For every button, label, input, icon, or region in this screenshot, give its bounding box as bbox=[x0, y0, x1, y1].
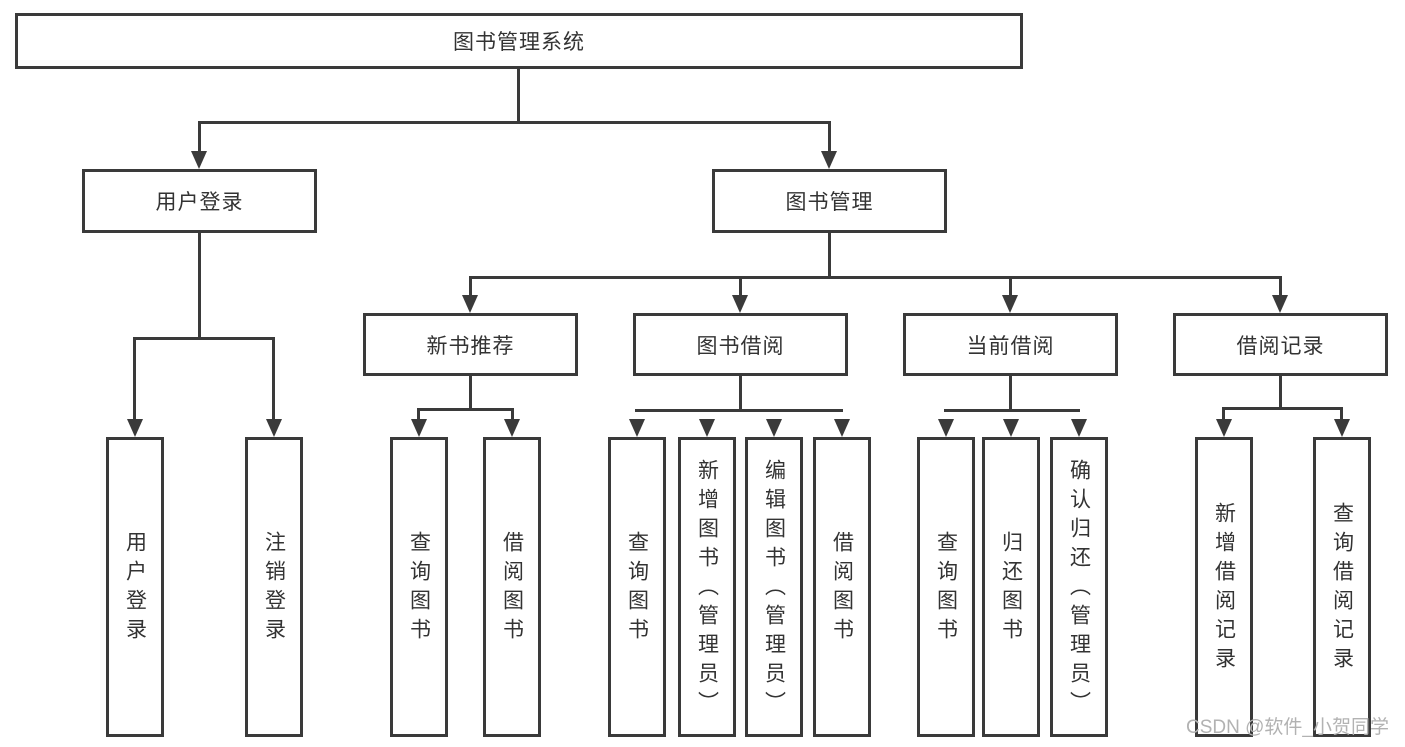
arrow-down-icon bbox=[1071, 419, 1087, 437]
connector-drop bbox=[1279, 276, 1282, 298]
arrow-down-icon bbox=[504, 419, 520, 437]
arrow-down-icon bbox=[938, 419, 954, 437]
connector-bar bbox=[1222, 407, 1342, 410]
arrow-down-icon bbox=[127, 419, 143, 437]
connector-drop bbox=[198, 121, 201, 153]
connector-drop bbox=[272, 337, 275, 421]
connector-bar bbox=[133, 337, 275, 340]
arrow-down-icon bbox=[1334, 419, 1350, 437]
leaf-logout: 注销登录 bbox=[245, 437, 303, 737]
connector-drop bbox=[469, 276, 472, 298]
leaf-add-borrow-record: 新增借阅记录 bbox=[1195, 437, 1253, 737]
connector-drop bbox=[828, 121, 831, 153]
arrow-down-icon bbox=[699, 419, 715, 437]
connector-stem bbox=[1009, 376, 1012, 412]
connector-drop bbox=[133, 337, 136, 421]
leaf-confirm-return-admin: 确认归还（管理员） bbox=[1050, 437, 1108, 737]
arrow-down-icon bbox=[1003, 419, 1019, 437]
arrow-down-icon bbox=[266, 419, 282, 437]
leaf-query-books: 查询图书 bbox=[917, 437, 975, 737]
node-book-management: 图书管理 bbox=[712, 169, 947, 233]
connector-stem bbox=[198, 233, 201, 340]
node-book-borrowing: 图书借阅 bbox=[633, 313, 848, 376]
connector-stem bbox=[469, 376, 472, 411]
arrow-down-icon bbox=[1272, 295, 1288, 313]
arrow-down-icon bbox=[1216, 419, 1232, 437]
leaf-query-books: 查询图书 bbox=[608, 437, 666, 737]
arrow-down-icon bbox=[821, 151, 837, 169]
connector-bar bbox=[635, 409, 843, 412]
arrow-down-icon bbox=[1002, 295, 1018, 313]
connector-stem bbox=[828, 233, 831, 279]
arrow-down-icon bbox=[411, 419, 427, 437]
connector-stem bbox=[1279, 375, 1282, 410]
node-borrowing-records: 借阅记录 bbox=[1173, 313, 1388, 376]
connector-bar bbox=[944, 409, 1080, 412]
connector-drop bbox=[1340, 407, 1343, 421]
arrow-down-icon bbox=[766, 419, 782, 437]
node-user-login: 用户登录 bbox=[82, 169, 317, 233]
arrow-down-icon bbox=[629, 419, 645, 437]
arrow-down-icon bbox=[732, 295, 748, 313]
connector-drop bbox=[511, 408, 514, 422]
connector-root-stem bbox=[517, 69, 520, 124]
node-library-management-system: 图书管理系统 bbox=[15, 13, 1023, 69]
arrow-down-icon bbox=[462, 295, 478, 313]
leaf-user-login: 用户登录 bbox=[106, 437, 164, 737]
csdn-watermark: CSDN @软件_小贺同学 bbox=[1186, 717, 1389, 738]
connector-bar bbox=[417, 408, 514, 411]
leaf-add-book-admin: 新增图书（管理员） bbox=[678, 437, 736, 737]
arrow-down-icon bbox=[834, 419, 850, 437]
leaf-edit-book-admin: 编辑图书（管理员） bbox=[745, 437, 803, 737]
node-new-book-recommend: 新书推荐 bbox=[363, 313, 578, 376]
connector-drop bbox=[739, 276, 742, 298]
connector-stem bbox=[739, 376, 742, 412]
leaf-query-books: 查询图书 bbox=[390, 437, 448, 737]
connector-drop bbox=[417, 408, 420, 422]
leaf-query-borrow-record: 查询借阅记录 bbox=[1313, 437, 1371, 737]
leaf-borrow-books: 借阅图书 bbox=[483, 437, 541, 737]
leaf-borrow-books: 借阅图书 bbox=[813, 437, 871, 737]
node-current-borrowing: 当前借阅 bbox=[903, 313, 1118, 376]
connector-drop bbox=[1009, 276, 1012, 298]
connector-drop bbox=[1222, 407, 1225, 421]
leaf-return-books: 归还图书 bbox=[982, 437, 1040, 737]
connector-level3-bar bbox=[469, 276, 1281, 279]
connector-level1-bar bbox=[198, 121, 831, 124]
arrow-down-icon bbox=[191, 151, 207, 169]
